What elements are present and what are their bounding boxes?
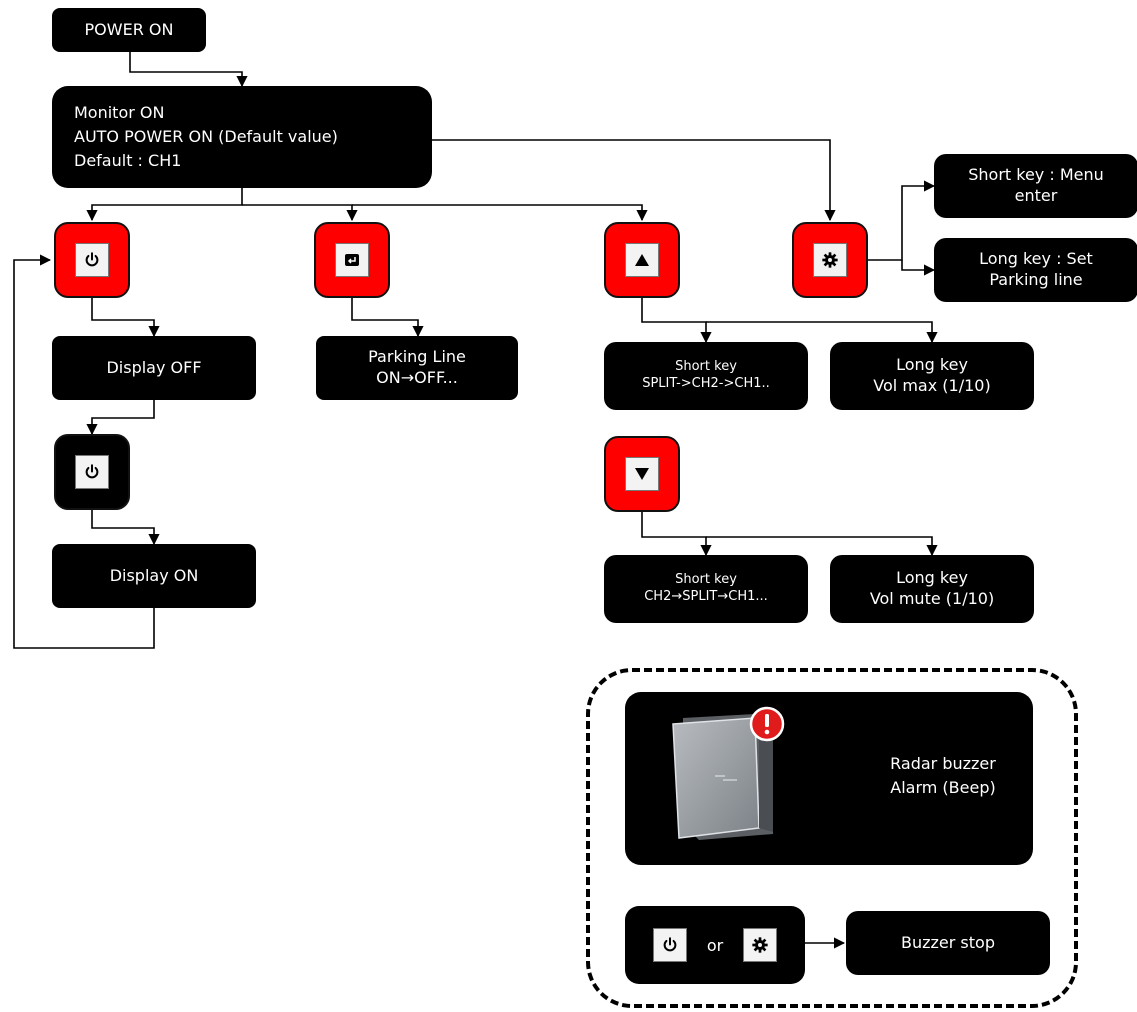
alert-icon (749, 706, 785, 742)
connector-power2-displayon (91, 510, 160, 546)
parking-line-button[interactable] (314, 222, 390, 298)
up-long-line-2: Vol max (1/10) (873, 376, 991, 395)
down-short-line-1: Short key (675, 572, 737, 588)
menu-short-line-1: Short key : Menu (968, 165, 1104, 185)
buzzer-stop-label: Buzzer stop (901, 932, 995, 952)
down-short-key-box: Short key CH2→SPLIT→CH1... (604, 555, 808, 623)
up-long-line-1: Long key (896, 355, 968, 375)
parking-line-line-2: ON→OFF... (376, 368, 458, 387)
gear-icon[interactable] (743, 928, 778, 962)
menu-button[interactable] (792, 222, 868, 298)
connector-parking-line (351, 298, 424, 338)
radar-alarm-panel: Radar buzzer Alarm (Beep) (625, 692, 1033, 865)
power-button[interactable] (54, 222, 130, 298)
display-off-label: Display OFF (106, 357, 202, 377)
up-arrow-icon (625, 243, 659, 277)
down-short-line-2: CH2→SPLIT→CH1... (644, 589, 768, 604)
connector-monitor-up (352, 204, 648, 222)
connector-monitor-menu (432, 139, 836, 222)
connector-up-split (641, 298, 712, 344)
connector-down-split (641, 512, 712, 557)
menu-long-key-box: Long key : Set Parking line (934, 238, 1137, 302)
connector-displayoff-power2 (86, 400, 155, 436)
up-short-key-box: Short key SPLIT->CH2->CH1.. (604, 342, 808, 410)
power-on-label: POWER ON (84, 19, 174, 39)
monitor-line-3: Default : CH1 (74, 151, 182, 170)
connector-down-long (706, 536, 938, 557)
menu-long-line-1: Long key : Set (979, 249, 1093, 269)
connector-menu-short (868, 180, 936, 261)
power-icon[interactable] (652, 928, 687, 962)
connector-up-long (706, 321, 938, 344)
radar-alarm-group (586, 668, 1078, 1008)
up-short-line-1: Short key (675, 359, 737, 375)
power-button-display-on[interactable] (54, 434, 130, 510)
power-icon (75, 243, 109, 277)
power-icon (75, 455, 109, 489)
menu-short-key-box: Short key : Menu enter (934, 154, 1137, 218)
up-short-line-2: SPLIT->CH2->CH1.. (642, 376, 770, 391)
connector-monitor-branch (86, 188, 243, 222)
display-on-box: Display ON (52, 544, 256, 608)
down-arrow-icon (625, 457, 659, 491)
radar-sensor-image (672, 714, 773, 840)
down-long-line-1: Long key (896, 568, 968, 588)
down-long-line-2: Vol mute (1/10) (869, 589, 995, 608)
up-button[interactable] (604, 222, 680, 298)
display-on-label: Display ON (109, 565, 199, 585)
monitor-line-1: Monitor ON (74, 103, 165, 122)
monitor-status-box: Monitor ON AUTO POWER ON (Default value)… (52, 86, 432, 188)
parking-line-box: Parking Line ON→OFF... (316, 336, 518, 400)
parking-line-line-1: Parking Line (368, 347, 466, 367)
connector-power-displayoff (91, 298, 160, 338)
down-long-key-box: Long key Vol mute (1/10) (830, 555, 1034, 623)
radar-line-2: Alarm (Beep) (890, 778, 996, 797)
menu-long-line-2: Parking line (989, 270, 1083, 289)
display-off-box: Display OFF (52, 336, 256, 400)
up-long-key-box: Long key Vol max (1/10) (830, 342, 1034, 410)
radar-line-1: Radar buzzer (890, 754, 996, 773)
connector-displayon-loop (13, 254, 155, 649)
gear-icon (813, 243, 847, 277)
buzzer-stop-box: Buzzer stop (846, 911, 1050, 975)
connector-poweron-monitor (129, 52, 248, 88)
down-button[interactable] (604, 436, 680, 512)
connector-monitor-parking (242, 204, 358, 222)
buzzer-stop-keys-panel: or (625, 906, 805, 984)
monitor-line-2: AUTO POWER ON (Default value) (74, 127, 338, 146)
or-label: or (706, 935, 724, 955)
connector-menu-long (901, 260, 936, 276)
menu-short-line-2: enter (1014, 186, 1058, 205)
parking-line-icon (335, 243, 369, 277)
power-on-box: POWER ON (52, 8, 206, 52)
radar-alarm-text: Radar buzzer Alarm (Beep) (863, 752, 1023, 800)
